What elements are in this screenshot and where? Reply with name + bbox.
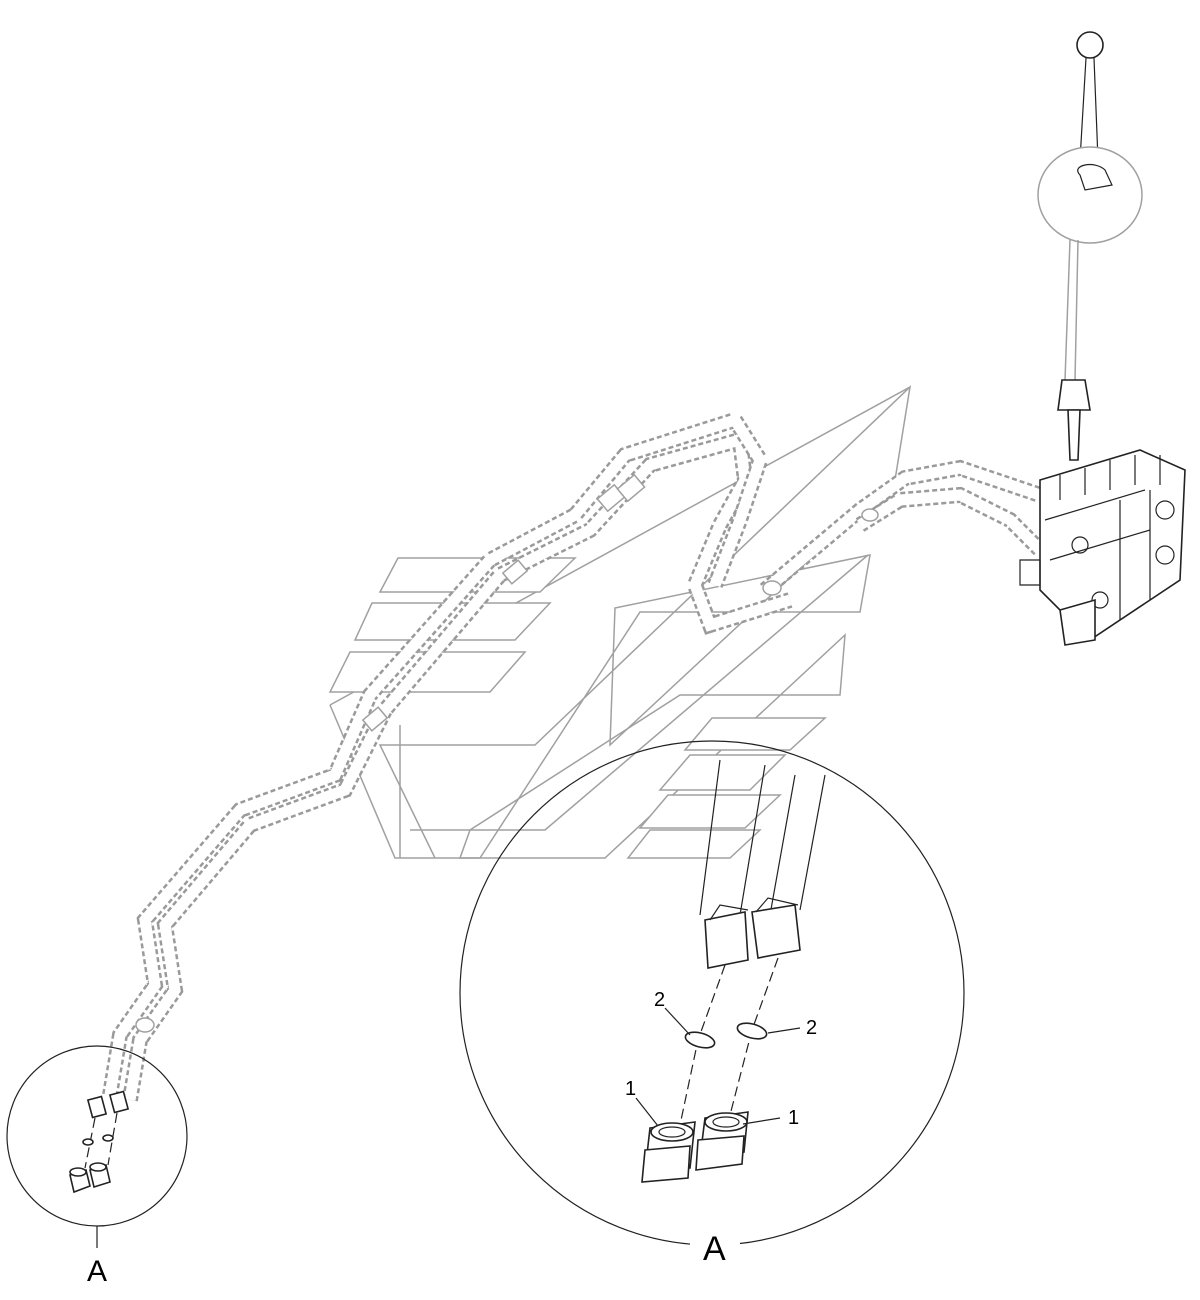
view-label-large-a: A xyxy=(703,1230,726,1268)
callout-item-1-left: 1 xyxy=(625,1078,636,1100)
callout-item-2-left: 2 xyxy=(654,989,665,1011)
callout-item-1-right: 1 xyxy=(788,1107,799,1129)
control-valve-block xyxy=(1019,449,1186,646)
view-label-small-a: A xyxy=(87,1255,107,1288)
hydraulic-hoses xyxy=(102,410,1046,1102)
small-detail-view xyxy=(6,1045,188,1248)
callout-item-2-right: 2 xyxy=(806,1017,817,1039)
control-lever-assembly xyxy=(1037,31,1143,461)
large-detail-view xyxy=(459,740,965,1268)
